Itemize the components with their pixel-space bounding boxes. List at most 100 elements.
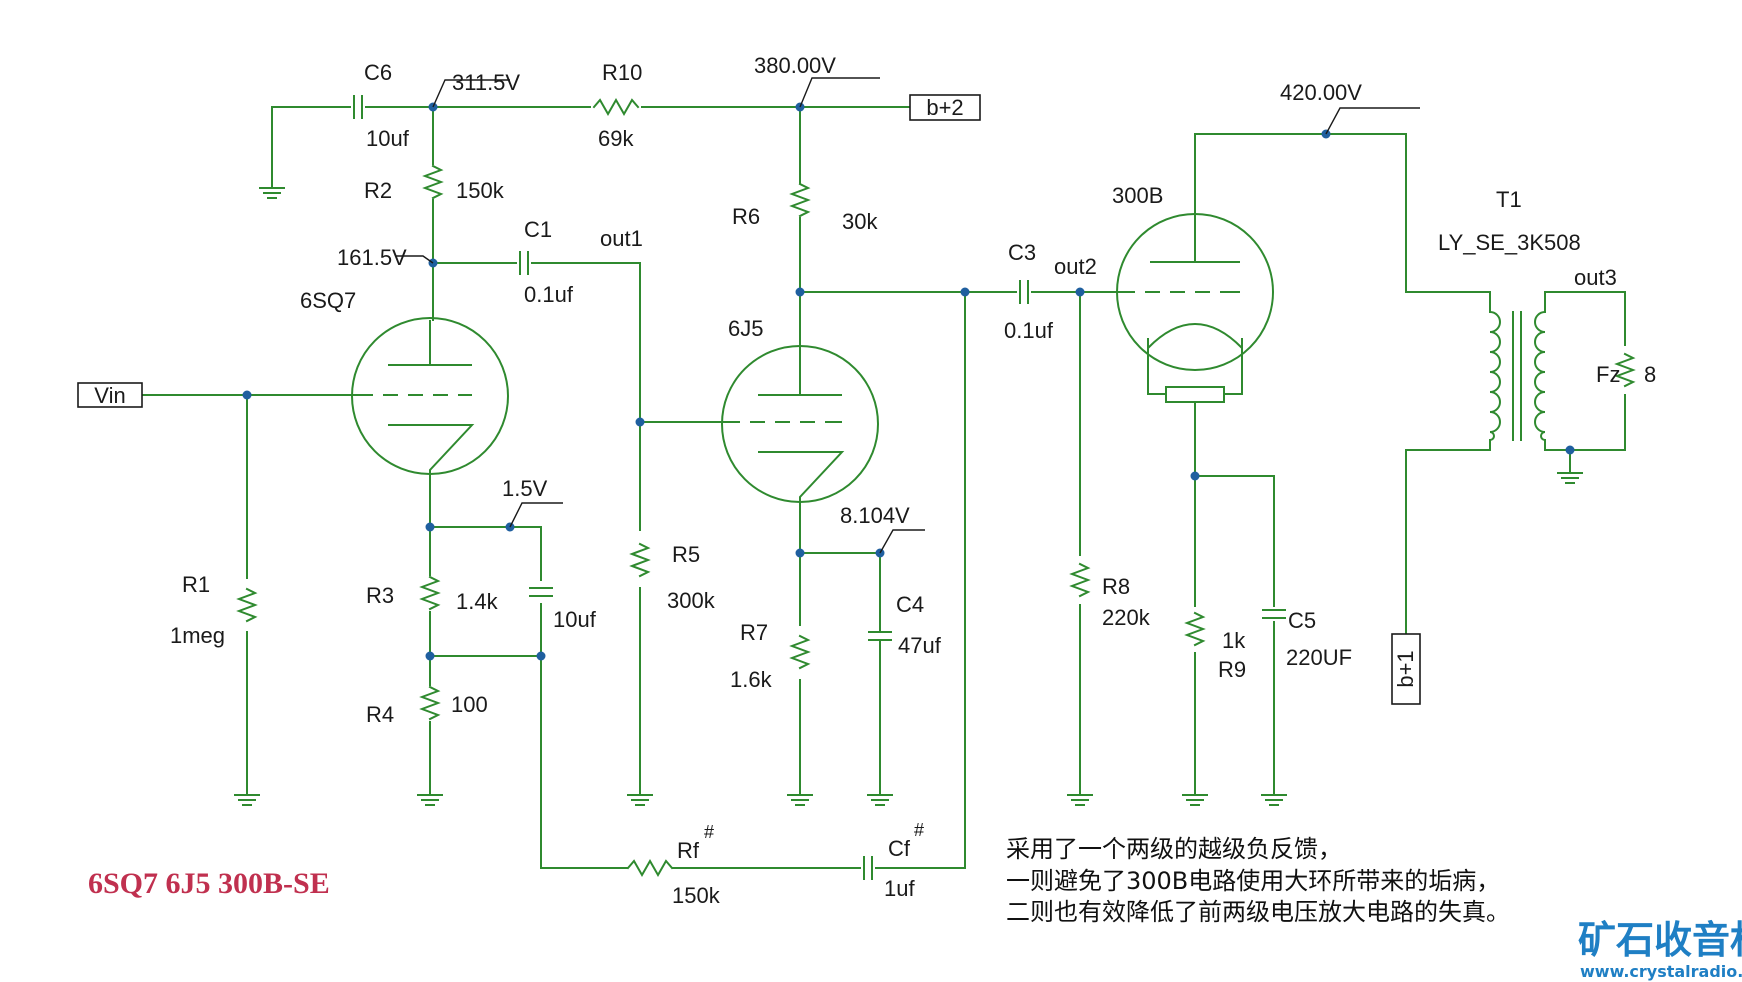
tube-6sq7-label: 6SQ7 (300, 288, 356, 313)
port-b2: b+2 (909, 94, 981, 121)
c4-value: 47uf (898, 633, 942, 658)
circuit-title: 6SQ7 6J5 300B-SE (88, 867, 330, 900)
r4-symbol (421, 686, 439, 720)
voltage-420v: 420.00V (1280, 80, 1362, 105)
c3-value: 0.1uf (1004, 318, 1054, 343)
voltage-flags (395, 77, 1420, 554)
cf-symbol (863, 856, 873, 880)
transformer-t1 (1488, 310, 1547, 442)
c2-symbol (529, 587, 553, 597)
r2-value: 150k (456, 178, 505, 203)
r10-ref: R10 (602, 60, 642, 85)
tube-6sq7 (351, 317, 509, 475)
rf-ref: Rf (677, 838, 700, 863)
voltage-161v: 161.5V (337, 245, 407, 270)
c5-symbol (1262, 609, 1286, 619)
fz-ref: Fz (1596, 362, 1620, 387)
voltage-380v: 380.00V (754, 53, 836, 78)
r6-value: 30k (842, 209, 878, 234)
out2-label: out2 (1054, 254, 1097, 279)
rf-mark: # (704, 822, 714, 842)
port-b2-label: b+2 (926, 95, 963, 120)
c1-ref: C1 (524, 217, 552, 242)
r3-value: 1.4k (456, 589, 499, 614)
tube-300b (1116, 213, 1274, 403)
ground-icon (1182, 794, 1208, 806)
c4-ref: C4 (896, 592, 924, 617)
out3-label: out3 (1574, 265, 1617, 290)
r9-symbol (1186, 612, 1204, 646)
note-line: 一则避免了300B电路使用大环所带来的垢病， (1006, 867, 1500, 895)
port-vin: Vin (77, 382, 143, 408)
r6-ref: R6 (732, 204, 760, 229)
t1-value: LY_SE_3K508 (1438, 230, 1581, 255)
resistors (238, 99, 1634, 876)
c6-value: 10uf (366, 126, 410, 151)
ground-icon (627, 794, 653, 806)
ground-icon (234, 794, 260, 806)
c4-symbol (868, 631, 892, 641)
r10-value: 69k (598, 126, 634, 151)
grounds (234, 169, 1583, 806)
r7-ref: R7 (740, 620, 768, 645)
r6-symbol (791, 183, 809, 217)
c3-ref: C3 (1008, 240, 1036, 265)
r4-value: 100 (451, 692, 488, 717)
r5-symbol (631, 543, 649, 577)
port-vin-label: Vin (94, 383, 125, 408)
ground-icon (259, 187, 285, 199)
cf-mark: # (914, 820, 924, 840)
r2-ref: R2 (364, 178, 392, 203)
rf-value: 150k (672, 883, 721, 908)
c5-value: 220UF (1286, 645, 1352, 670)
r7-symbol (791, 635, 809, 669)
c6-symbol (353, 95, 363, 119)
port-b1: b+1 (1391, 633, 1421, 705)
fz-value: 8 (1644, 362, 1656, 387)
r10-symbol (593, 99, 639, 115)
site-logo: 矿石收音机 www.crystalradio.cn (1578, 918, 1742, 981)
labels: 311.5V 380.00V 161.5V 1.5V 8.104V 420.00… (170, 53, 1656, 908)
note-line: 二则也有效降低了前两级电压放大电路的失真。 (1006, 898, 1510, 926)
r3-symbol (421, 576, 439, 610)
r9-ref: R9 (1218, 657, 1246, 682)
ground-icon (1557, 472, 1583, 484)
r1-symbol (238, 588, 256, 622)
c1-symbol (519, 251, 529, 275)
note-line: 采用了一个两级的越级负反馈， (1006, 835, 1342, 863)
r5-ref: R5 (672, 542, 700, 567)
ground-icon (867, 794, 893, 806)
c1-value: 0.1uf (524, 282, 574, 307)
r8-symbol (1071, 563, 1089, 597)
out1-label: out1 (600, 226, 643, 251)
c5-ref: C5 (1288, 608, 1316, 633)
r7-value: 1.6k (730, 667, 773, 692)
tube-300b-label: 300B (1112, 183, 1163, 208)
design-notes: 采用了一个两级的越级负反馈， 一则避免了300B电路使用大环所带来的垢病， 二则… (1006, 835, 1510, 926)
r9-value: 1k (1222, 628, 1246, 653)
c3-symbol (1019, 280, 1029, 304)
cf-value: 1uf (884, 876, 915, 901)
port-b1-label: b+1 (1393, 650, 1418, 687)
r3-ref: R3 (366, 583, 394, 608)
ground-icon (787, 794, 813, 806)
rf-symbol (627, 860, 673, 876)
r8-value: 220k (1102, 605, 1151, 630)
tube-6j5-label: 6J5 (728, 316, 763, 341)
r5-value: 300k (667, 588, 716, 613)
r2-symbol (424, 165, 442, 199)
capacitors (353, 95, 1286, 880)
ground-icon (417, 794, 443, 806)
r1-ref: R1 (182, 572, 210, 597)
logo-url: www.crystalradio.cn (1580, 962, 1742, 981)
r8-ref: R8 (1102, 574, 1130, 599)
logo-brand: 矿石收音机 (1578, 918, 1742, 962)
voltage-8-104v: 8.104V (840, 503, 910, 528)
ground-icon (1261, 794, 1287, 806)
c6-ref: C6 (364, 60, 392, 85)
t1-ref: T1 (1496, 187, 1522, 212)
r4-ref: R4 (366, 702, 394, 727)
voltage-1-5v: 1.5V (502, 476, 548, 501)
cf-ref: Cf (888, 836, 911, 861)
